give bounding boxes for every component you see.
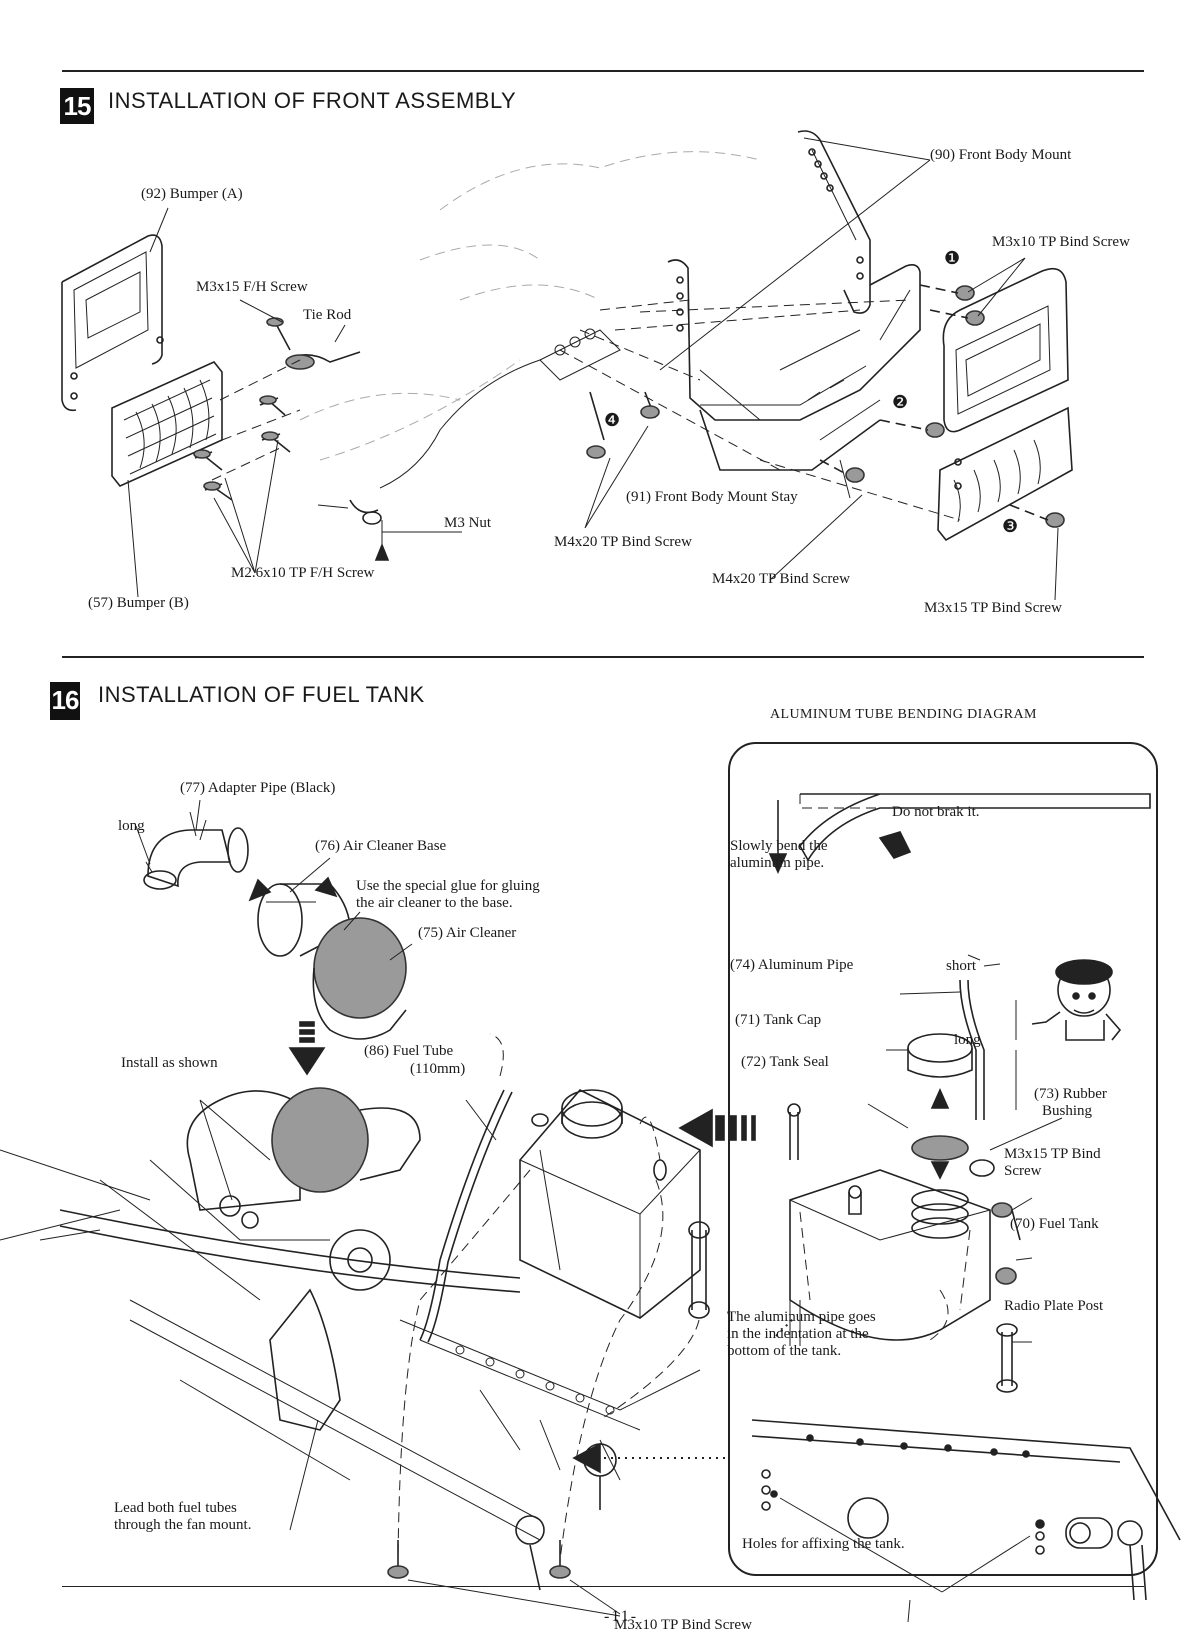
mechanic-mascot-drawing — [1031, 959, 1122, 1041]
step-4-marker: ❹ — [604, 410, 621, 430]
arrows-15 — [374, 520, 390, 561]
label-adapter-pipe: (77) Adapter Pipe (Black) — [180, 780, 336, 796]
label-m3x10-bind-16: M3x10 TP Bind Screw — [614, 1617, 752, 1633]
bending-diagram-panel — [728, 742, 1158, 1576]
bumper-b-drawing — [111, 361, 223, 487]
bottom-screws-drawing — [387, 1540, 621, 1617]
label-m3x15-bind: M3x15 TP Bind Screw — [924, 600, 1062, 616]
label-front-body-mount-stay: (91) Front Body Mount Stay — [626, 489, 798, 505]
label-tank-cap: (71) Tank Cap — [735, 1012, 822, 1028]
dashed-routes-16 — [397, 1169, 700, 1561]
label-long-diagram: long — [954, 1032, 981, 1048]
label-front-body-mount: (90) Front Body Mount — [930, 147, 1072, 163]
label-air-cleaner-base: (76) Air Cleaner Base — [315, 838, 447, 854]
label-holes-for-tank: Holes for affixing the tank. — [742, 1536, 905, 1552]
label-glue-note-1: Use the special glue for gluing — [356, 878, 540, 894]
screws-right-drawing — [586, 284, 1065, 528]
bumper-a-drawing — [61, 234, 164, 412]
leader-lines-15 — [127, 137, 1059, 601]
label-long-pipe: long — [118, 818, 145, 834]
engine-drawing — [0, 1087, 421, 1431]
label-pipe-goes-2: in the indentation at the — [727, 1326, 869, 1342]
label-bumper-b: (57) Bumper (B) — [88, 595, 189, 611]
label-tie-rod: Tie Rod — [303, 307, 352, 323]
label-do-not-break: Do not brak it. — [892, 804, 980, 820]
bumper-right-drawing — [937, 267, 1073, 542]
diagram-title: ALUMINUM TUBE BENDING DIAGRAM — [770, 707, 1037, 722]
label-m3x10-bind-15: M3x10 TP Bind Screw — [992, 234, 1130, 250]
label-rubber-bushing-1: (73) Rubber — [1034, 1086, 1107, 1102]
chassis-frame-drawing — [59, 1209, 701, 1591]
step-3-marker: ❸ — [1002, 516, 1019, 536]
bottom-rule — [62, 1586, 1144, 1587]
fuel-tube-drawing — [419, 1033, 661, 1343]
down-arrow-drawing — [288, 1021, 326, 1076]
label-slowly-bend-1: Slowly bend the — [730, 838, 828, 854]
step-1-marker: ❶ — [944, 248, 961, 268]
label-fuel-tube-length: (110mm) — [410, 1061, 466, 1077]
chassis-sketch — [299, 151, 761, 489]
label-m4x20-bind-a: M4x20 TP Bind Screw — [554, 534, 692, 550]
fuel-tank-drawing — [519, 1089, 710, 1319]
step-2-marker: ❷ — [892, 392, 909, 412]
top-rule — [62, 70, 1144, 72]
label-m3x15-panel-2: Screw — [1004, 1163, 1042, 1179]
label-install-as-shown: Install as shown — [121, 1055, 218, 1071]
label-m3x15-fh: M3x15 F/H Screw — [196, 279, 308, 295]
section-15-title: INSTALLATION OF FRONT ASSEMBLY — [108, 88, 517, 113]
label-glue-note-2: the air cleaner to the base. — [356, 895, 513, 911]
page-number: -11- — [604, 1608, 639, 1625]
bending-diagram-drawing — [768, 793, 1151, 1393]
label-lead-tubes-1: Lead both fuel tubes — [114, 1500, 237, 1516]
label-m4x20-bind-b: M4x20 TP Bind Screw — [712, 571, 850, 587]
leader-lines-16 — [195, 799, 497, 1531]
label-m3-nut: M3 Nut — [444, 515, 492, 531]
label-lead-tubes-2: through the fan mount. — [114, 1517, 252, 1533]
adapter-pipe-drawing — [135, 811, 249, 890]
label-m3x15-panel-1: M3x15 TP Bind — [1004, 1146, 1101, 1162]
section-16-badge: 16 — [50, 682, 80, 720]
label-rubber-bushing-2: Bushing — [1042, 1103, 1093, 1119]
label-fuel-tank: (70) Fuel Tank — [1010, 1216, 1099, 1232]
label-bumper-a: (92) Bumper (A) — [141, 186, 243, 202]
label-aluminum-pipe: (74) Aluminum Pipe — [730, 957, 854, 973]
air-cleaner-drawing — [312, 917, 407, 1040]
section-15-badge: 15 — [60, 88, 94, 124]
label-fuel-tube: (86) Fuel Tube — [364, 1043, 454, 1059]
tank-arrow-drawing — [572, 1108, 756, 1474]
middle-rule — [62, 656, 1144, 658]
front-body-mount-drawing — [667, 130, 921, 471]
label-tank-seal: (72) Tank Seal — [741, 1054, 829, 1070]
label-slowly-bend-2: aluminum pipe. — [730, 855, 825, 871]
section-16-title: INSTALLATION OF FUEL TANK — [98, 682, 425, 707]
label-m26x10-fh: M2.6x10 TP F/H Screw — [231, 565, 375, 581]
alignment-lines-15 — [211, 299, 961, 521]
screws-left-drawing — [193, 317, 382, 525]
label-air-cleaner: (75) Air Cleaner — [418, 925, 517, 941]
label-pipe-goes-3: bottom of the tank. — [727, 1343, 842, 1359]
label-short: short — [946, 958, 976, 974]
leader-lines-panel — [867, 954, 1063, 1343]
label-radio-plate-post: Radio Plate Post — [1004, 1298, 1104, 1314]
label-pipe-goes-1: The aluminum pipe goes — [727, 1309, 876, 1325]
